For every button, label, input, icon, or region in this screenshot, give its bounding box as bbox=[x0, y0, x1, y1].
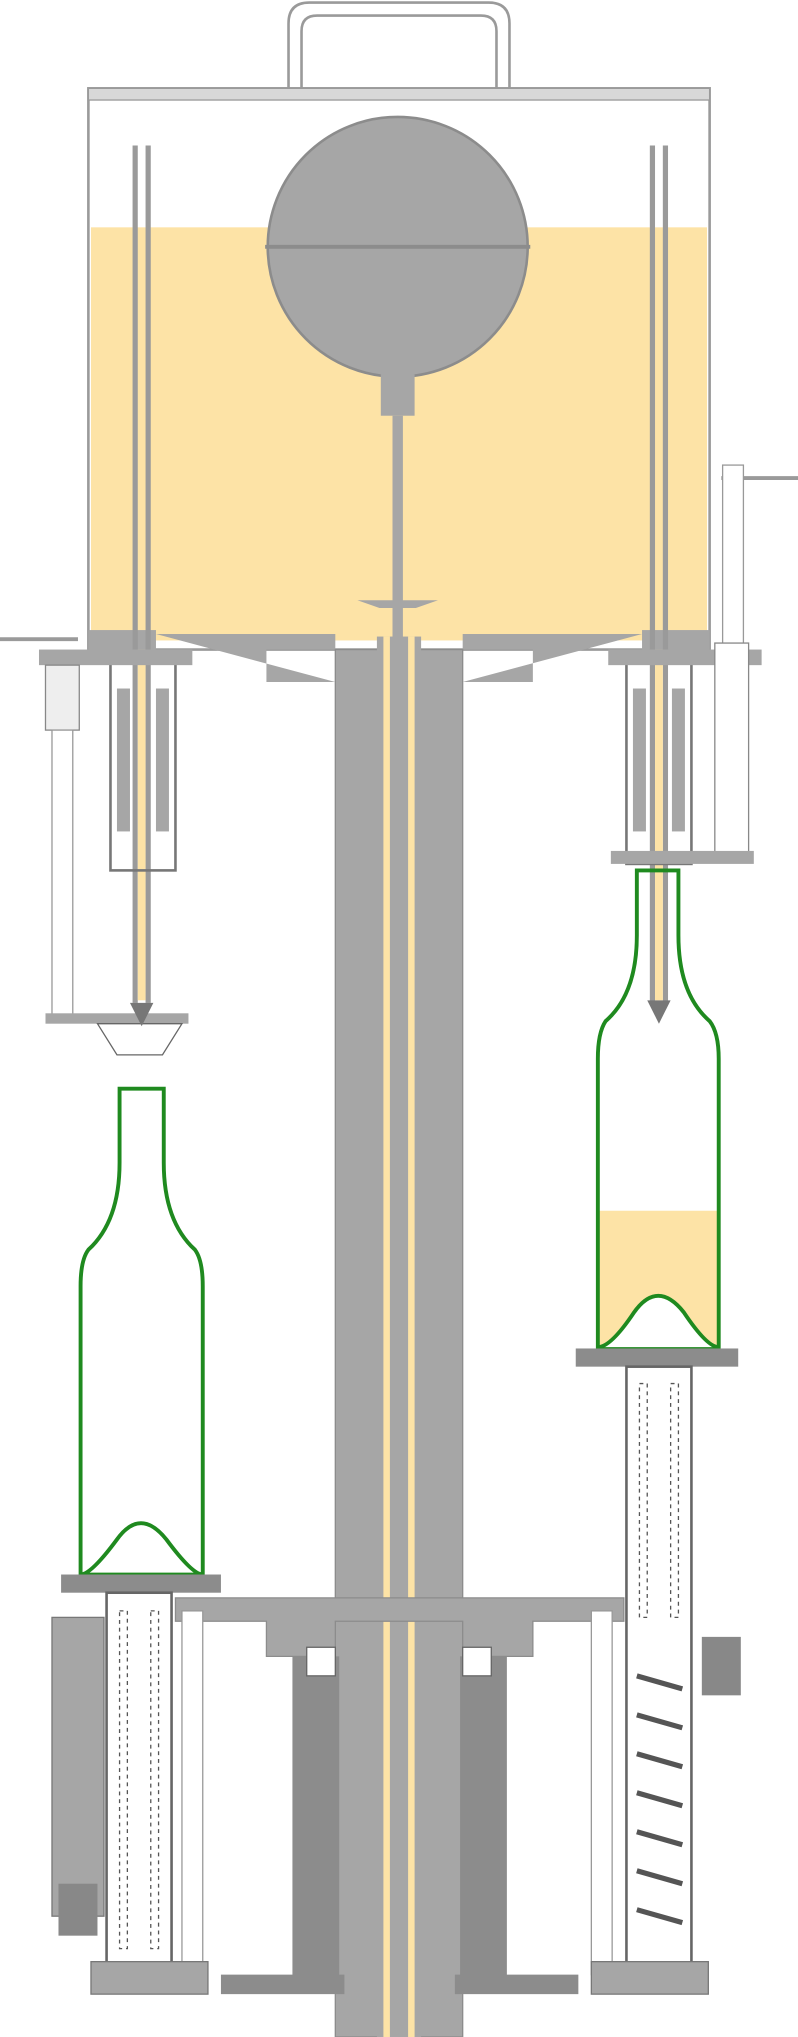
carousel-plate bbox=[174, 1597, 625, 1995]
tank-handle bbox=[287, 1, 511, 89]
float-ball bbox=[265, 115, 531, 650]
platform-left bbox=[61, 1574, 221, 1593]
bottle-right-filling bbox=[595, 868, 721, 1350]
bottle-left-empty bbox=[78, 1086, 205, 1577]
filling-valve-left bbox=[0, 145, 193, 1056]
filling-valve-right bbox=[608, 145, 798, 1024]
platform-right bbox=[575, 1348, 739, 1367]
lift-cylinder-right bbox=[590, 1365, 741, 1995]
lift-cylinder-left bbox=[51, 1591, 209, 1995]
central-column bbox=[334, 636, 464, 2037]
